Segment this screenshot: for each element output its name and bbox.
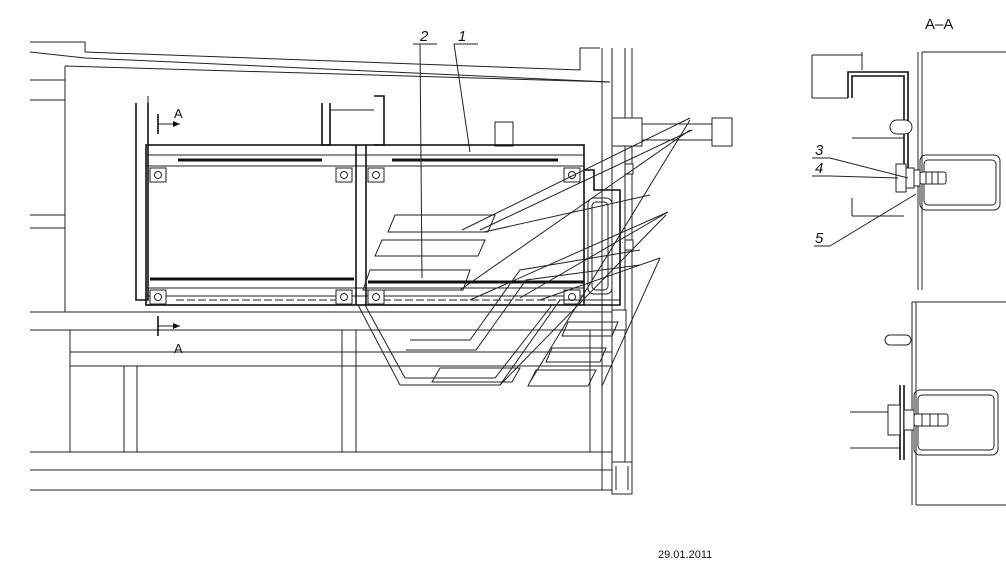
callout-2: 2 xyxy=(413,28,437,279)
section-mark-bottom: A xyxy=(157,316,183,356)
tool-box-assembly xyxy=(135,95,621,306)
callout-3: 3 xyxy=(812,142,909,179)
footer-date: 29.01.2011 xyxy=(658,549,712,561)
callout-3-label: 3 xyxy=(815,142,824,159)
section-mark-top-label: A xyxy=(174,106,183,121)
section-title: A–A xyxy=(925,16,953,33)
vehicle-frame xyxy=(29,41,733,495)
callout-2-label: 2 xyxy=(419,28,429,45)
callout-4-label: 4 xyxy=(815,160,823,177)
section-mark-top: A xyxy=(157,106,183,134)
exploded-view-lines xyxy=(357,117,693,387)
section-view-upper xyxy=(811,51,1006,290)
callout-5: 5 xyxy=(814,193,917,247)
corner-fasteners xyxy=(149,167,581,305)
side-handle xyxy=(584,169,621,306)
callout-4: 4 xyxy=(812,160,899,179)
callout-1-label: 1 xyxy=(458,28,466,45)
callout-1: 1 xyxy=(453,28,478,153)
section-view-lower xyxy=(850,301,1006,506)
callout-5-label: 5 xyxy=(815,230,824,247)
section-mark-bottom-label: A xyxy=(174,341,183,356)
